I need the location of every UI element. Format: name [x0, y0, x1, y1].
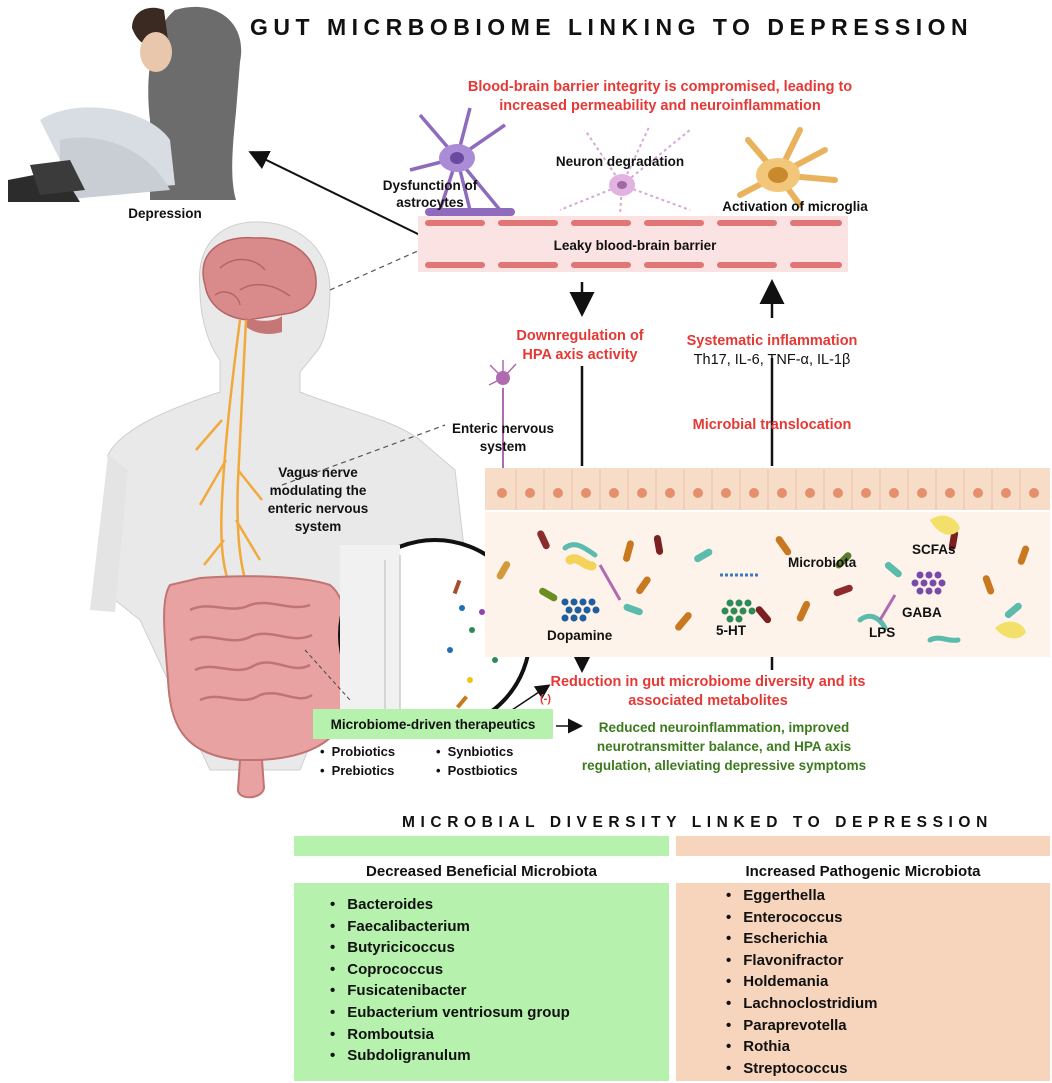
list-item: Eggerthella — [726, 885, 1050, 907]
neuron-degradation-label: Neuron degradation — [555, 154, 685, 169]
list-item: Streptococcus — [726, 1058, 1050, 1080]
decreased-header-bar — [294, 836, 669, 856]
therapeutics-list-right: Synbiotics Postbiotics — [436, 742, 518, 780]
vagus-nerve-icon — [195, 319, 263, 596]
list-item: Escherichia — [726, 928, 1050, 950]
decreased-heading: Decreased Beneficial Microbiota — [366, 863, 597, 880]
list-item: Probiotics — [320, 742, 396, 761]
reduction-diversity-label: Reduction in gut microbiome diversity an… — [550, 674, 866, 709]
list-item: Coprococcus — [330, 959, 669, 981]
microbial-diversity-title: MICROBIAL DIVERSITY LINKED TO DEPRESSION — [402, 814, 993, 831]
list-item: Flavonifractor — [726, 950, 1050, 972]
page-title: GUT MICRBOBIOME LINKING TO DEPRESSION — [250, 14, 974, 40]
microbes-icon — [496, 515, 1030, 643]
microglia-label: Activation of microglia — [722, 199, 868, 214]
therapeutics-box: Microbiome-driven therapeutics — [313, 709, 553, 739]
serotonin-label: 5-HT — [716, 623, 746, 638]
cytokines-label: Th17, IL-6, TNF-α, IL-1β — [693, 352, 851, 368]
intestines-icon — [163, 575, 351, 799]
lps-label: LPS — [869, 625, 896, 640]
vagus-nerve-label: Vagus nerve modulating the enteric nervo… — [267, 465, 369, 534]
brain-icon — [202, 236, 317, 334]
outcome-label: Reduced neuroinflammation, improved neur… — [581, 720, 867, 773]
list-item: Holdemania — [726, 971, 1050, 993]
dopamine-molecules-icon — [561, 598, 600, 622]
increased-heading: Increased Pathogenic Microbiota — [745, 863, 981, 880]
depressed-person-icon — [8, 6, 242, 202]
increased-microbiota-box: Eggerthella Enterococcus Escherichia Fla… — [676, 883, 1050, 1081]
magnifier-icon — [338, 538, 532, 732]
list-item: Rothia — [726, 1036, 1050, 1058]
microbiota-label: Microbiota — [788, 555, 857, 570]
therapeutics-list-left: Probiotics Prebiotics — [320, 742, 396, 780]
list-item: Paraprevotella — [726, 1015, 1050, 1037]
arrow-to-depression — [248, 151, 421, 236]
list-item: Eubacterium ventriosum group — [330, 1002, 669, 1024]
list-item: Enterococcus — [726, 907, 1050, 929]
scfas-label: SCFAs — [912, 542, 956, 557]
serotonin-molecules-icon — [721, 599, 756, 623]
gaba-molecules-icon — [911, 571, 946, 595]
leaky-bbb-label: Leaky blood-brain barrier — [553, 238, 717, 253]
gaba-label: GABA — [902, 605, 942, 620]
dopamine-label: Dopamine — [547, 628, 613, 643]
bbb-compromised-label: Blood-brain barrier integrity is comprom… — [467, 79, 853, 114]
astrocytes-label: Dysfunction of astrocytes — [382, 178, 478, 210]
depression-label: Depression — [128, 206, 202, 221]
list-item: Faecalibacterium — [330, 916, 669, 938]
list-item: Subdoligranulum — [330, 1045, 669, 1067]
list-item: Synbiotics — [436, 742, 518, 761]
enteric-neuron-icon — [488, 360, 517, 480]
systematic-inflammation-label: Systematic inflammation — [686, 333, 858, 349]
list-item: Prebiotics — [320, 761, 395, 780]
blood-brain-barrier-icon — [418, 216, 848, 272]
list-item: Romboutsia — [330, 1024, 669, 1046]
microglia-icon — [737, 127, 838, 208]
list-item: Bacteroides — [330, 894, 669, 916]
astrocyte-icon — [409, 107, 515, 216]
microbial-translocation-label: Microbial translocation — [692, 417, 852, 433]
decreased-microbiota-box: Bacteroides Faecalibacterium Butyricicoc… — [294, 883, 669, 1081]
increased-header-bar — [676, 836, 1050, 856]
list-item: Postbiotics — [436, 761, 518, 780]
list-item: Lachnoclostridium — [726, 993, 1050, 1015]
inhibition-sign: (-) — [540, 693, 551, 705]
neuron-icon — [559, 124, 691, 216]
hpa-downregulation-label: Downregulation of HPA axis activity — [516, 328, 644, 363]
list-item: Butyricicoccus — [330, 937, 669, 959]
list-item: Fusicatenibacter — [330, 980, 669, 1002]
enteric-nervous-system-label: Enteric nervous system — [451, 421, 555, 454]
